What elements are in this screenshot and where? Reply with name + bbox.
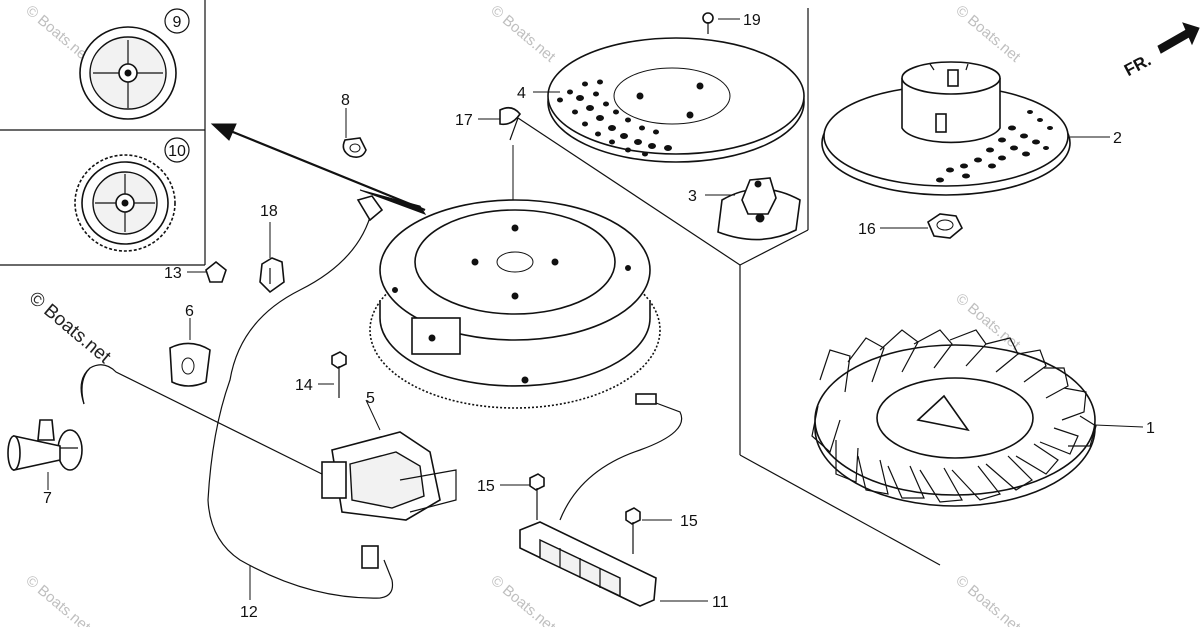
callout-4: 4 [517,85,526,102]
inset-panel: 9 10 [0,0,206,266]
direction-label: FR. [1121,50,1154,80]
callout-15: 15 [477,478,495,495]
watermark: © Boats.net [952,2,1024,66]
ignition-coil-5[interactable] [321,431,457,521]
callout-18: 18 [260,203,278,220]
callout-14: 14 [295,377,313,394]
bolt-15-lower[interactable] [625,507,641,554]
grommet-6[interactable] [169,342,211,387]
callout-16: 16 [858,221,876,238]
bolt-14[interactable] [331,351,347,398]
watermark-prominent: © Boats.net [25,288,115,369]
clip-13[interactable] [205,260,227,283]
callout-6: 6 [185,303,194,320]
wire-clamp-18[interactable] [259,257,285,294]
starter-pulley-cup-2[interactable] [821,61,1071,196]
callout-1: 1 [1146,420,1155,437]
callout-19: 19 [743,12,761,29]
callout-9: 9 [173,14,182,31]
callout-2: 2 [1113,130,1122,147]
callout-12: 12 [240,604,258,621]
inset-arrow [210,123,427,215]
starter-pulley-9[interactable] [79,26,177,120]
inset-label-10: 10 [164,137,190,163]
woodruff-key-17[interactable] [499,106,521,126]
cable-clip-8[interactable] [342,137,367,158]
front-direction-indicator: FR. [1121,22,1200,80]
callout-7: 7 [43,490,52,507]
callout-13: 13 [164,265,182,282]
fuel-valve-7[interactable] [7,419,83,471]
starter-pulley-10[interactable] [74,154,176,252]
stop-wire[interactable] [80,364,331,479]
leader-lines [47,18,1144,602]
callout-3: 3 [688,188,697,205]
cooling-fan-1[interactable] [811,329,1097,507]
callout-17: 17 [455,112,473,129]
inset-label-9: 9 [164,8,190,34]
flywheel[interactable] [369,199,661,409]
watermark: © Boats.net [22,572,94,627]
fan-cover-plate-4[interactable] [547,37,805,163]
bolt-19[interactable] [702,12,714,34]
watermark: © Boats.net [952,572,1024,627]
arrow-right-icon [1157,22,1200,54]
callout-5: 5 [366,390,375,407]
bracket-3[interactable] [717,177,801,241]
callout-labels: 1 2 3 4 5 6 7 8 11 12 13 14 15 15 16 17 … [43,12,1155,621]
callout-8: 8 [341,92,350,109]
charge-coil-11[interactable] [519,393,683,607]
callout-15: 15 [680,513,698,530]
bolt-15-upper[interactable] [529,473,545,520]
watermark: © Boats.net [487,572,559,627]
ignition-wire-12[interactable] [207,195,394,599]
callout-10: 10 [168,143,186,160]
callout-11: 11 [712,594,729,611]
flywheel-nut-16[interactable] [927,213,963,239]
watermark: © Boats.net [487,2,559,66]
